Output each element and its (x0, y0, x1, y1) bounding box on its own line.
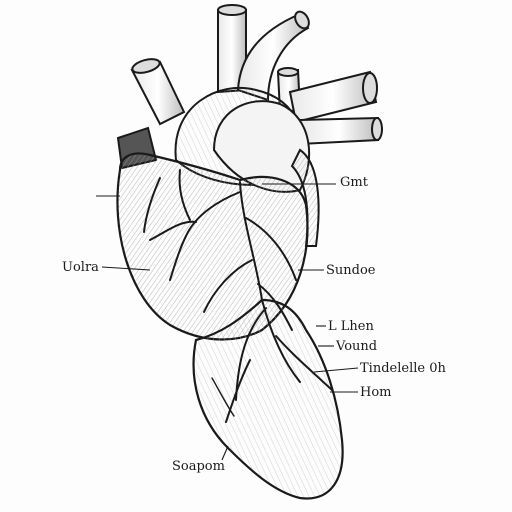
pulmonary-vessel-upper (288, 70, 378, 124)
pulmonary-opening-lower (371, 117, 383, 141)
vessel-branch-6 (235, 307, 267, 401)
great-vessels (116, 4, 383, 170)
vessel-branch-2 (149, 220, 197, 241)
vessel-branch-11 (211, 377, 235, 417)
leader-tindelelle (313, 367, 359, 373)
leader-soapom (221, 445, 229, 461)
vessel-branch-4 (203, 259, 253, 313)
pulmonary-opening-upper (362, 72, 378, 104)
vessel-branch-8 (143, 177, 161, 233)
leader-uolra (101, 266, 151, 271)
vessel-branch-10 (225, 359, 251, 423)
label-tindelelle: Tindelelle 0h (360, 361, 446, 376)
atria (174, 86, 320, 247)
vessel-branch-1 (169, 191, 241, 281)
aorta-opening (217, 4, 247, 16)
label-gmt: Gmt (340, 175, 368, 190)
branch-opening (277, 67, 299, 77)
label-sundoe: Sundoe (326, 263, 376, 278)
coronary-vessels (143, 169, 333, 423)
vessel-branch-7 (275, 335, 333, 391)
main-vessel (239, 181, 301, 383)
vessel-branch-5 (257, 283, 293, 331)
label-hom: Hom (360, 385, 392, 400)
right-side-tube (290, 148, 320, 247)
label-soapom: Soapom (172, 459, 225, 474)
vessel-branch-3 (245, 217, 297, 281)
label-lhen: L Lhen (328, 319, 374, 334)
leader-lines (96, 183, 359, 461)
pulmonary-vessel-lower (299, 116, 379, 146)
label-uolra: Uolra (62, 260, 99, 275)
vena-cava-opening (131, 58, 161, 74)
label-vound: Vound (336, 339, 378, 354)
vessel-branch-9 (178, 169, 191, 221)
arch-opening (294, 10, 310, 30)
